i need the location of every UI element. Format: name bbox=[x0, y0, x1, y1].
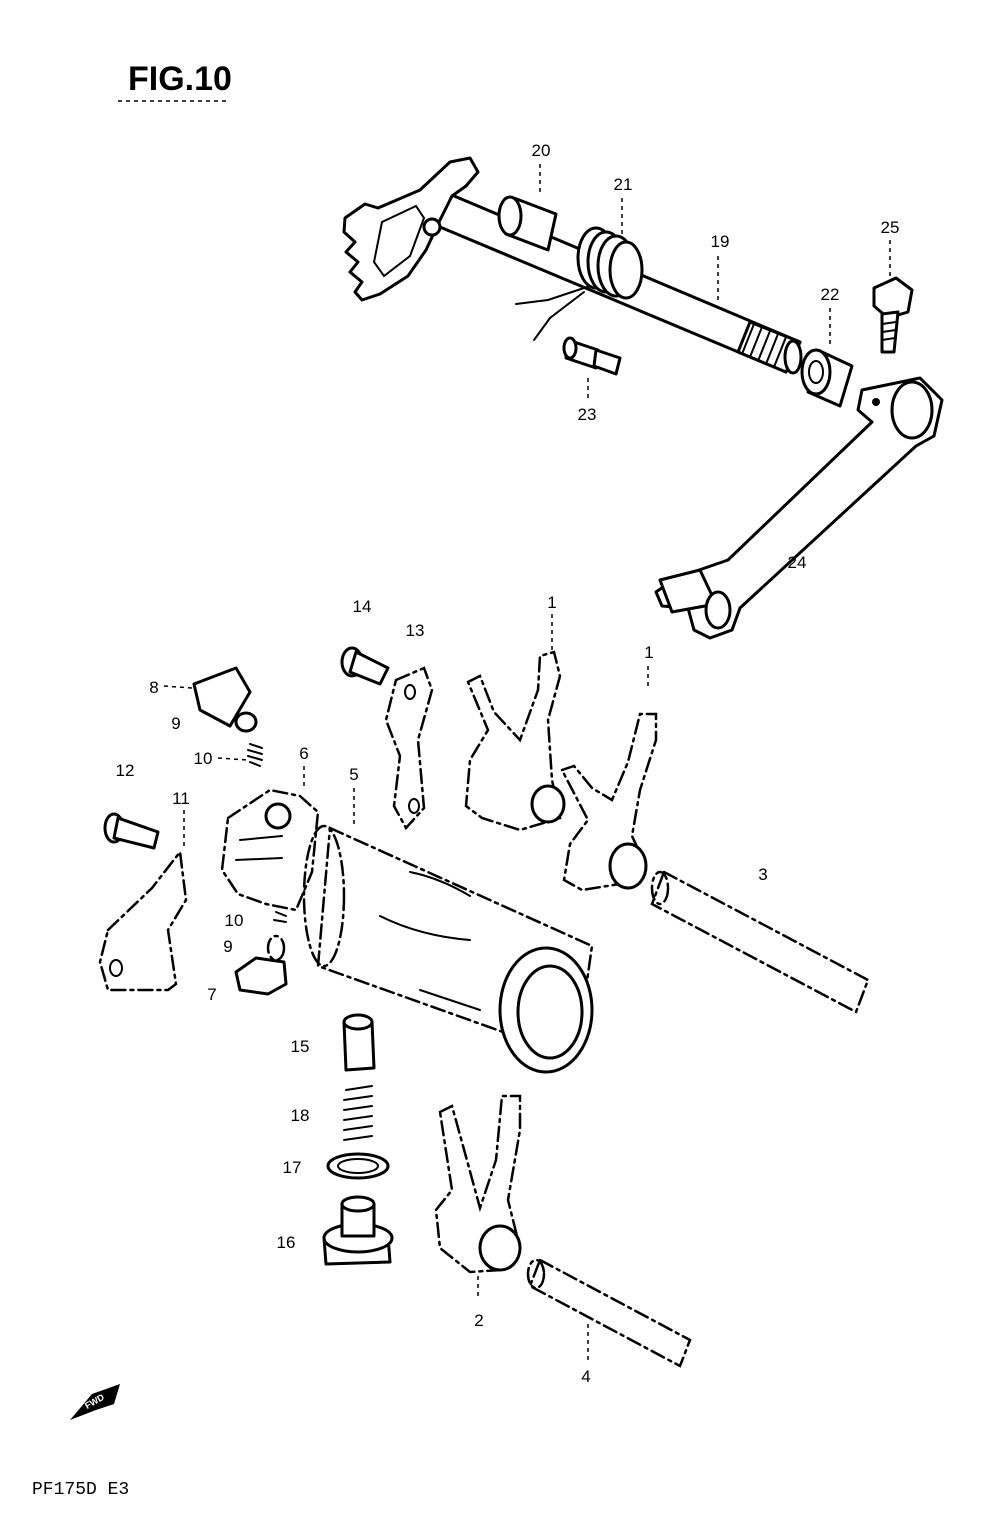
callout-12: 12 bbox=[116, 761, 135, 780]
callout-5: 5 bbox=[349, 765, 358, 784]
shift-pawl-7 bbox=[234, 956, 288, 996]
cam-pin bbox=[264, 802, 292, 830]
callout-3: 3 bbox=[758, 865, 767, 884]
spring-18 bbox=[343, 1085, 373, 1141]
callout-9-lower: 9 bbox=[223, 937, 232, 956]
callout-16: 16 bbox=[277, 1233, 296, 1252]
shift-fork-1-left bbox=[464, 650, 562, 832]
return-spring-21 bbox=[515, 226, 644, 341]
callout-1-right: 1 bbox=[644, 643, 653, 662]
spline-lines bbox=[741, 323, 787, 368]
pawl-pin-9-lower bbox=[266, 934, 286, 962]
callout-17: 17 bbox=[283, 1158, 302, 1177]
cam-driven-gear bbox=[220, 788, 320, 912]
fork-shaft-3 bbox=[650, 870, 870, 1014]
cam-left-end bbox=[302, 824, 346, 968]
stopper-bolt-23 bbox=[562, 336, 622, 376]
cam-stopper-plate bbox=[98, 848, 188, 992]
gear-shift-lever-24 bbox=[654, 376, 944, 640]
callout-23: 23 bbox=[578, 405, 597, 424]
callout-7: 7 bbox=[207, 985, 216, 1004]
shift-arm-pin bbox=[422, 217, 442, 237]
callout-8: 8 bbox=[149, 678, 158, 697]
callout-18: 18 bbox=[291, 1106, 310, 1125]
fork-shaft-4 bbox=[528, 1258, 692, 1368]
callout-1-left: 1 bbox=[547, 593, 556, 612]
callout-14: 14 bbox=[353, 597, 372, 616]
callout-25: 25 bbox=[881, 218, 900, 237]
figure-title: FIG.10 bbox=[128, 60, 232, 98]
callout-6: 6 bbox=[299, 744, 308, 763]
oil-seal-22 bbox=[800, 348, 854, 408]
leader-lines bbox=[163, 164, 891, 1360]
stopper-hole bbox=[109, 959, 123, 977]
model-code: PF175D E3 bbox=[32, 1480, 129, 1500]
collar-20-face bbox=[497, 195, 523, 237]
bolt-25 bbox=[872, 276, 914, 354]
cam-groove-2 bbox=[379, 915, 471, 941]
callout-15: 15 bbox=[291, 1037, 310, 1056]
shift-fork-2 bbox=[434, 1094, 522, 1274]
shift-fork-1-right bbox=[560, 712, 658, 892]
screw-14 bbox=[340, 646, 390, 686]
pawl-pin-9 bbox=[234, 711, 258, 733]
gear-shift-cam-assembly: FWD bbox=[70, 646, 870, 1420]
callout-21: 21 bbox=[614, 175, 633, 194]
callout-10-lower: 10 bbox=[225, 911, 244, 930]
cam-gear-lines bbox=[235, 835, 283, 861]
callout-10-upper: 10 bbox=[194, 749, 213, 768]
shift-pawl-8 bbox=[192, 666, 252, 728]
callouts: 20 21 19 25 22 23 24 14 13 1 1 8 9 10 12… bbox=[116, 141, 900, 1386]
callout-2: 2 bbox=[474, 1311, 483, 1330]
gear-shift-shaft-assembly bbox=[342, 156, 944, 640]
shift-shaft-end bbox=[783, 339, 803, 375]
callout-24: 24 bbox=[788, 553, 807, 572]
plug-16 bbox=[322, 1195, 394, 1266]
callout-20: 20 bbox=[532, 141, 551, 160]
cam-right-bore bbox=[516, 964, 584, 1060]
shift-arm-slot bbox=[372, 204, 426, 278]
o-ring-17 bbox=[326, 1152, 390, 1180]
pawl-spring-10-lower bbox=[273, 911, 287, 923]
shift-arm-plate bbox=[342, 156, 480, 302]
callout-9-upper: 9 bbox=[171, 714, 180, 733]
pawl-spring-10 bbox=[247, 743, 263, 767]
callout-19: 19 bbox=[711, 232, 730, 251]
callout-11: 11 bbox=[172, 789, 190, 808]
cam-groove-1 bbox=[409, 871, 471, 897]
callout-4: 4 bbox=[581, 1367, 590, 1386]
callout-13: 13 bbox=[406, 621, 425, 640]
cam-guide-plate-13 bbox=[384, 666, 434, 831]
screw-12 bbox=[103, 812, 160, 850]
cam-groove-3 bbox=[419, 989, 481, 1011]
callout-22: 22 bbox=[821, 285, 840, 304]
fwd-arrow-badge: FWD bbox=[70, 1384, 120, 1420]
